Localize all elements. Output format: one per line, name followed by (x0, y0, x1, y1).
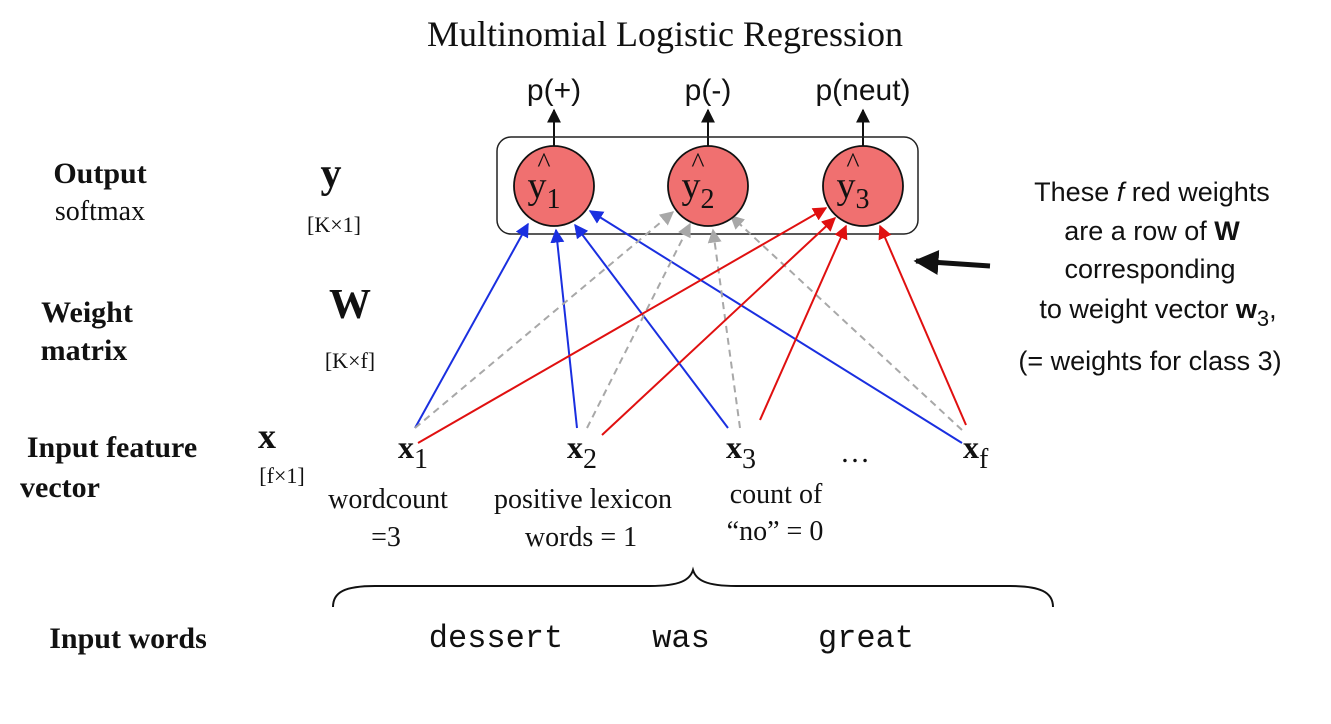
weight-arrow-x2-y3 (601, 217, 837, 436)
feature-x2-desc-1: positive lexicon (494, 484, 672, 515)
weight-arrow-x3-y2 (707, 228, 741, 429)
output-row-sublabel: softmax (55, 196, 145, 227)
feature-x2-desc-2: words = 1 (525, 522, 637, 553)
output-node-2: ^ y2 (667, 145, 749, 227)
feature-x3-desc-1: count of (730, 479, 823, 510)
weight-arrow-xf-y2 (729, 215, 963, 431)
annotation-arrow (913, 250, 991, 275)
input-word-1: dessert (429, 620, 563, 657)
weight-arrow-xf-y3 (878, 224, 967, 426)
weight-row-label-1: Weight (41, 296, 133, 329)
output-prob-1: p(+) (527, 74, 581, 107)
input-word-3: great (818, 620, 914, 657)
softmax-box (496, 136, 919, 235)
output-node-2-var: y2 (682, 165, 715, 215)
weight-arrow-x1-y1 (414, 222, 529, 429)
output-node-1: ^ y1 (513, 145, 595, 227)
annotation-line-4: to weight vector w3, (1039, 294, 1276, 331)
output-node-1-hat: ^ (537, 148, 550, 179)
weight-arrow-x1-y3 (417, 207, 828, 444)
weight-arrow-x1-y2 (414, 211, 675, 429)
weight-arrow-x3-y1 (574, 223, 729, 429)
weight-arrow-xf-y1 (588, 210, 963, 444)
output-node-2-hat: ^ (691, 148, 704, 179)
annotation-line-5: (= weights for class 3) (1018, 346, 1281, 376)
weight-row-label-2: matrix (41, 334, 128, 367)
input-row-dims: [f×1] (259, 463, 304, 488)
input-row-label-1: Input feature (27, 431, 197, 464)
output-node-3-hat: ^ (846, 148, 859, 179)
feature-x1-desc-2: =3 (371, 522, 401, 553)
feature-x3: x3 (726, 429, 756, 475)
weight-arrow-x2-y1 (550, 228, 578, 429)
input-word-2: was (652, 620, 710, 657)
feature-x1-desc-1: wordcount (328, 484, 448, 515)
output-node-3-var: y3 (837, 165, 870, 215)
output-node-1-var: y1 (528, 165, 561, 215)
feature-ellipsis: … (840, 436, 870, 469)
weight-row-dims: [K×f] (325, 348, 375, 373)
annotation-line-3: corresponding (1064, 254, 1235, 284)
output-row-dims: [K×1] (307, 212, 361, 237)
feature-x2: x2 (567, 429, 597, 475)
weight-arrow-x2-y2 (586, 222, 691, 429)
output-node-3: ^ y3 (822, 145, 904, 227)
diagram-title: Multinomial Logistic Regression (427, 14, 903, 54)
output-prob-2: p(-) (685, 74, 732, 107)
class3-weight-arrows (417, 207, 967, 444)
input-row-label-2: vector (20, 471, 100, 504)
input-words-brace (332, 566, 1054, 608)
annotation-line-1: These f red weights (1034, 177, 1270, 207)
class2-weight-arrows (414, 211, 963, 431)
class1-weight-arrows (414, 210, 963, 444)
feature-x1: x1 (398, 429, 428, 475)
feature-x3-desc-2: “no” = 0 (727, 516, 824, 547)
annotation-line-2: are a row of W (1064, 216, 1240, 246)
output-row-symbol: y (321, 151, 342, 197)
input-row-symbol: x (258, 416, 276, 456)
input-words-label: Input words (49, 622, 207, 655)
output-row-label: Output (53, 157, 146, 190)
feature-xf: xf (963, 429, 989, 475)
weight-row-symbol: W (329, 282, 371, 328)
output-prob-3: p(neut) (815, 74, 910, 107)
weight-arrow-x3-y3 (759, 224, 848, 421)
